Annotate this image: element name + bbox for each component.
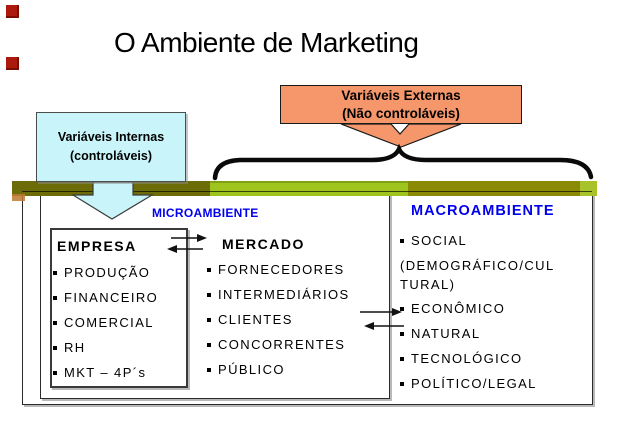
- list-item-label: COMERCIAL: [64, 315, 154, 330]
- callout-line: Variáveis Internas: [57, 130, 165, 144]
- list-item-label: CONCORRENTES: [218, 337, 346, 352]
- bar-segment-green-middle: [210, 181, 408, 196]
- square-bullet: [207, 317, 211, 322]
- list-item-label: POLÍTICO/LEGAL: [411, 376, 537, 391]
- microambiente-label: MICROAMBIENTE: [152, 206, 259, 220]
- list-item: RH: [53, 335, 158, 360]
- list-item: (DEMOGRÁFICO/CUL: [400, 253, 555, 278]
- square-bullet: [53, 345, 57, 350]
- square-bullet: [400, 331, 404, 336]
- list-item-label: SOCIAL: [411, 233, 468, 248]
- square-bullet: [400, 238, 404, 243]
- internal-variables-callout: Variáveis Internas (controláveis): [36, 112, 186, 182]
- list-item-label: ECONÔMICO: [411, 301, 506, 316]
- square-bullet: [207, 292, 211, 297]
- external-down-arrow: [340, 123, 462, 148]
- external-variables-callout: Variáveis Externas (Não controláveis): [280, 85, 522, 124]
- list-item: MKT – 4P´s: [53, 360, 158, 385]
- list-item-label: RH: [64, 340, 86, 355]
- square-bullet: [53, 370, 57, 375]
- square-bullet: [53, 270, 57, 275]
- list-item: TURAL): [400, 278, 555, 296]
- bar-inner-line: [22, 191, 592, 192]
- list-item: PÚBLICO: [207, 357, 350, 382]
- list-item: INTERMEDIÁRIOS: [207, 282, 350, 307]
- bar-segment-olive-left: [12, 181, 210, 196]
- list-item-label: (DEMOGRÁFICO/CUL: [400, 258, 555, 273]
- list-item-label: MKT – 4P´s: [64, 365, 147, 380]
- square-bullet: [400, 356, 404, 361]
- list-item-label: FORNECEDORES: [218, 262, 345, 277]
- bar-left-shadow: [12, 194, 25, 201]
- list-item: CLIENTES: [207, 307, 350, 332]
- red-square-decoration-bottom: [6, 57, 19, 70]
- square-bullet: [53, 295, 57, 300]
- list-item-label: CLIENTES: [218, 312, 293, 327]
- red-square-decoration-top: [6, 5, 19, 18]
- macro-brace: [212, 143, 594, 181]
- list-item: PRODUÇÃO: [53, 260, 158, 285]
- list-item-label: TECNOLÓGICO: [411, 351, 523, 366]
- list-item: CONCORRENTES: [207, 332, 350, 357]
- slide-title: O Ambiente de Marketing: [114, 27, 419, 58]
- empresa-heading: EMPRESA: [57, 238, 137, 254]
- callout-line: (controláveis): [70, 149, 152, 163]
- bar-segment-green-endcap: [580, 181, 597, 196]
- list-item-label: FINANCEIRO: [64, 290, 159, 305]
- list-item: ECONÔMICO: [400, 296, 555, 321]
- list-item-label: INTERMEDIÁRIOS: [218, 287, 350, 302]
- square-bullet: [400, 381, 404, 386]
- list-item-label: PRODUÇÃO: [64, 265, 151, 280]
- callout-line: Variáveis Externas: [341, 87, 461, 103]
- mercado-heading: MERCADO: [222, 236, 305, 252]
- list-item: TECNOLÓGICO: [400, 346, 555, 371]
- square-bullet: [207, 267, 211, 272]
- macroambiente-list: SOCIAL (DEMOGRÁFICO/CUL TURAL) ECONÔMICO…: [400, 228, 555, 396]
- empresa-list: PRODUÇÃO FINANCEIRO COMERCIAL RH MKT – 4…: [53, 260, 158, 385]
- mercado-list: FORNECEDORES INTERMEDIÁRIOS CLIENTES CON…: [207, 257, 350, 382]
- list-item: SOCIAL: [400, 228, 555, 253]
- square-bullet: [207, 367, 211, 372]
- list-item-label: NATURAL: [411, 326, 481, 341]
- list-item-label: PÚBLICO: [218, 362, 285, 377]
- list-item: NATURAL: [400, 321, 555, 346]
- list-item-label: TURAL): [400, 277, 456, 292]
- list-item: FORNECEDORES: [207, 257, 350, 282]
- list-item: POLÍTICO/LEGAL: [400, 371, 555, 396]
- square-bullet: [207, 342, 211, 347]
- list-item: FINANCEIRO: [53, 285, 158, 310]
- bar-segment-olive-right: [408, 181, 580, 196]
- callout-line: (Não controláveis): [342, 105, 460, 121]
- square-bullet: [400, 306, 404, 311]
- macroambiente-label: MACROAMBIENTE: [411, 203, 555, 219]
- empresa-box: [50, 228, 188, 388]
- list-item: COMERCIAL: [53, 310, 158, 335]
- square-bullet: [53, 320, 57, 325]
